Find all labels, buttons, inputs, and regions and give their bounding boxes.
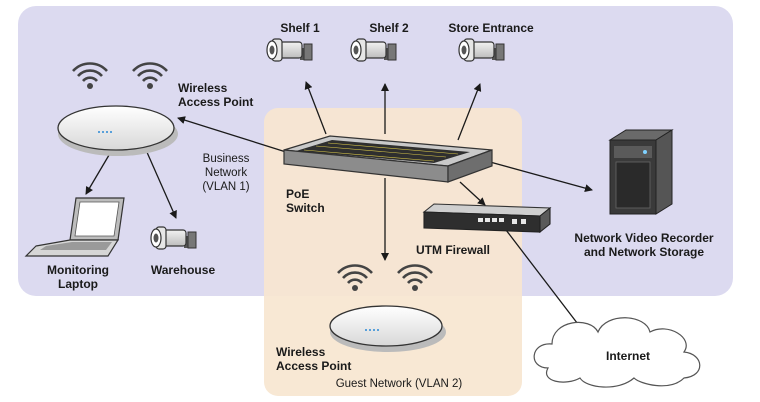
laptop-label-1: Monitoring xyxy=(47,263,109,277)
connections xyxy=(85,81,593,333)
business-network-label-2: Network xyxy=(205,167,247,179)
laptop-label-2: Laptop xyxy=(58,277,98,291)
wap-top-label-2: Access Point xyxy=(178,95,253,109)
firewall-icon xyxy=(422,203,552,234)
link-switch-entrance xyxy=(457,83,482,141)
link-switch-wap-top xyxy=(177,116,287,153)
poe-switch-label-1: PoE xyxy=(286,187,309,201)
link-switch-nvr xyxy=(489,161,593,193)
link-wap-warehouse xyxy=(145,149,177,219)
labels: Shelf 1 Shelf 2 Store Entrance Wireless … xyxy=(47,21,714,390)
wap-top-label-1: Wireless xyxy=(178,81,228,95)
laptop-icon xyxy=(24,197,125,257)
wap-bottom-label-1: Wireless xyxy=(276,345,326,359)
wap-bottom-label-2: Access Point xyxy=(276,359,351,373)
poe-switch-label-2: Switch xyxy=(286,201,325,215)
nvr-label-2: and Network Storage xyxy=(584,245,704,259)
link-switch-shelf1 xyxy=(304,81,327,135)
business-network-label-3: (VLAN 1) xyxy=(202,181,249,193)
nvr-label-1: Network Video Recorder xyxy=(574,231,713,245)
server-icon xyxy=(608,129,674,215)
link-utm-internet xyxy=(505,229,585,333)
guest-network-label: Guest Network (VLAN 2) xyxy=(336,378,463,390)
shelf1-label: Shelf 1 xyxy=(280,21,320,35)
access-point-icon xyxy=(57,105,178,156)
utm-firewall-label: UTM Firewall xyxy=(416,243,490,257)
store-entrance-label: Store Entrance xyxy=(448,21,534,35)
link-wap-laptop xyxy=(85,149,113,195)
warehouse-label: Warehouse xyxy=(151,263,216,277)
cloud-icon xyxy=(533,317,701,388)
network-switch-icon xyxy=(283,135,493,183)
link-switch-utm xyxy=(459,181,486,206)
business-network-label-1: Business xyxy=(203,153,250,165)
guest-network-zone xyxy=(264,108,522,396)
access-point-icon xyxy=(329,305,446,352)
internet-label: Internet xyxy=(606,349,650,363)
shelf2-label: Shelf 2 xyxy=(369,21,409,35)
